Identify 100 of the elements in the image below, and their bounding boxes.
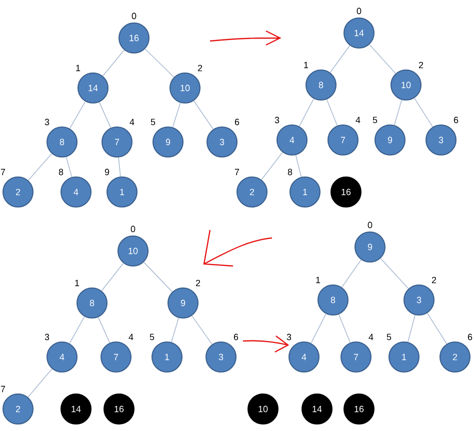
index-label: 0 [130, 226, 136, 232]
heap-node: 4 [60, 176, 92, 208]
index-label: 1 [304, 62, 308, 68]
tree-edge [98, 102, 112, 128]
tree-edge [310, 313, 326, 344]
heap-node: 14 [344, 18, 374, 48]
tree-edge [171, 317, 179, 343]
heap-node: 2 [2, 394, 34, 424]
tree-edge [69, 316, 85, 344]
tree-edge [172, 102, 181, 128]
index-label: 0 [132, 12, 136, 20]
heap-node: 2 [236, 176, 268, 208]
tree-edge [394, 99, 402, 126]
heap-node: 1 [388, 342, 420, 372]
heap-node: 9 [168, 288, 198, 318]
heap-node: 1 [152, 342, 182, 372]
heap-node: 10 [390, 70, 422, 100]
heap-node: 7 [340, 342, 372, 372]
tree-edge [298, 98, 314, 127]
index-label: 4 [128, 334, 134, 340]
tree-edge [144, 48, 174, 78]
index-label: 5 [150, 118, 156, 126]
heap-node: 16 [118, 22, 150, 54]
tree-edge [426, 312, 448, 344]
index-label: 2 [198, 64, 202, 72]
index-label: 1 [76, 64, 80, 72]
index-label: 4 [368, 334, 374, 340]
tree-edge [261, 152, 283, 180]
index-label: 2 [432, 276, 436, 284]
heap-node: 2 [440, 342, 470, 372]
tree-edge [101, 262, 124, 292]
heap-node: 8 [46, 126, 78, 158]
heap-node: 9 [354, 232, 386, 262]
tree-edge [341, 259, 362, 288]
heap-node: 14 [302, 394, 332, 424]
heap-node: 10 [170, 72, 200, 104]
tree-edge [143, 262, 173, 292]
index-label: 2 [196, 280, 200, 286]
heap-node: 14 [60, 394, 92, 424]
heap-node: 7 [100, 342, 132, 372]
heap-node: 16 [330, 176, 362, 208]
tree-edge [69, 101, 86, 129]
tree-edge [28, 153, 52, 181]
index-label: 1 [75, 280, 80, 286]
index-label: 7 [0, 168, 6, 176]
heap-node: 8 [76, 288, 108, 318]
index-label: 9 [104, 168, 110, 176]
index-label: 6 [468, 334, 472, 340]
tree-edge [330, 45, 350, 73]
index-label: 6 [234, 118, 240, 126]
index-label: 5 [372, 116, 378, 124]
heap-node: 4 [46, 342, 78, 372]
heap-node: 3 [404, 284, 434, 316]
tree-edge [193, 100, 214, 130]
tree-edge [66, 156, 72, 178]
heap-node: 16 [104, 394, 134, 424]
index-label: 0 [356, 8, 362, 14]
index-label: 2 [418, 62, 424, 68]
heap-node: 3 [206, 342, 236, 372]
index-label: 1 [316, 276, 320, 284]
tree-edge [380, 258, 409, 289]
tree-edge [338, 314, 351, 344]
heap-node: 10 [248, 394, 278, 424]
index-label: 3 [286, 334, 292, 340]
index-label: 5 [386, 334, 392, 340]
heap-node: 9 [152, 126, 184, 158]
index-label: 4 [356, 116, 360, 124]
heap-node: 3 [426, 124, 456, 156]
heap-node: 7 [328, 124, 358, 156]
tree-edge [408, 314, 416, 342]
heap-node: 2 [2, 176, 34, 208]
index-label: 7 [234, 168, 240, 176]
index-label: 5 [150, 334, 154, 340]
tree-edge [414, 98, 434, 128]
index-label: 3 [274, 116, 280, 124]
heap-node: 4 [288, 342, 320, 372]
index-label: 8 [288, 168, 292, 176]
heap-node: 16 [344, 394, 374, 424]
index-label: 7 [0, 386, 6, 392]
heap-node: 4 [276, 124, 308, 156]
tree-edge [98, 316, 110, 344]
tree-edge [295, 154, 302, 178]
index-label: 0 [368, 222, 372, 228]
tree-edge [369, 44, 396, 74]
tree-edge [102, 50, 125, 76]
heap-node: 1 [106, 176, 138, 208]
heap-node: 3 [206, 126, 238, 158]
heap-node: 10 [118, 236, 148, 266]
heap-node: 14 [78, 72, 108, 104]
index-label: 3 [44, 118, 50, 126]
tree-edge [28, 368, 52, 398]
heap-node: 1 [290, 176, 320, 208]
tree-edge [326, 98, 338, 126]
tree-edge [118, 157, 121, 177]
index-label: 6 [454, 116, 458, 124]
index-label: 3 [44, 334, 50, 340]
index-label: 6 [234, 334, 238, 340]
heap-node: 8 [318, 284, 348, 316]
heap-node: 9 [374, 124, 406, 156]
index-label: 4 [130, 118, 134, 126]
